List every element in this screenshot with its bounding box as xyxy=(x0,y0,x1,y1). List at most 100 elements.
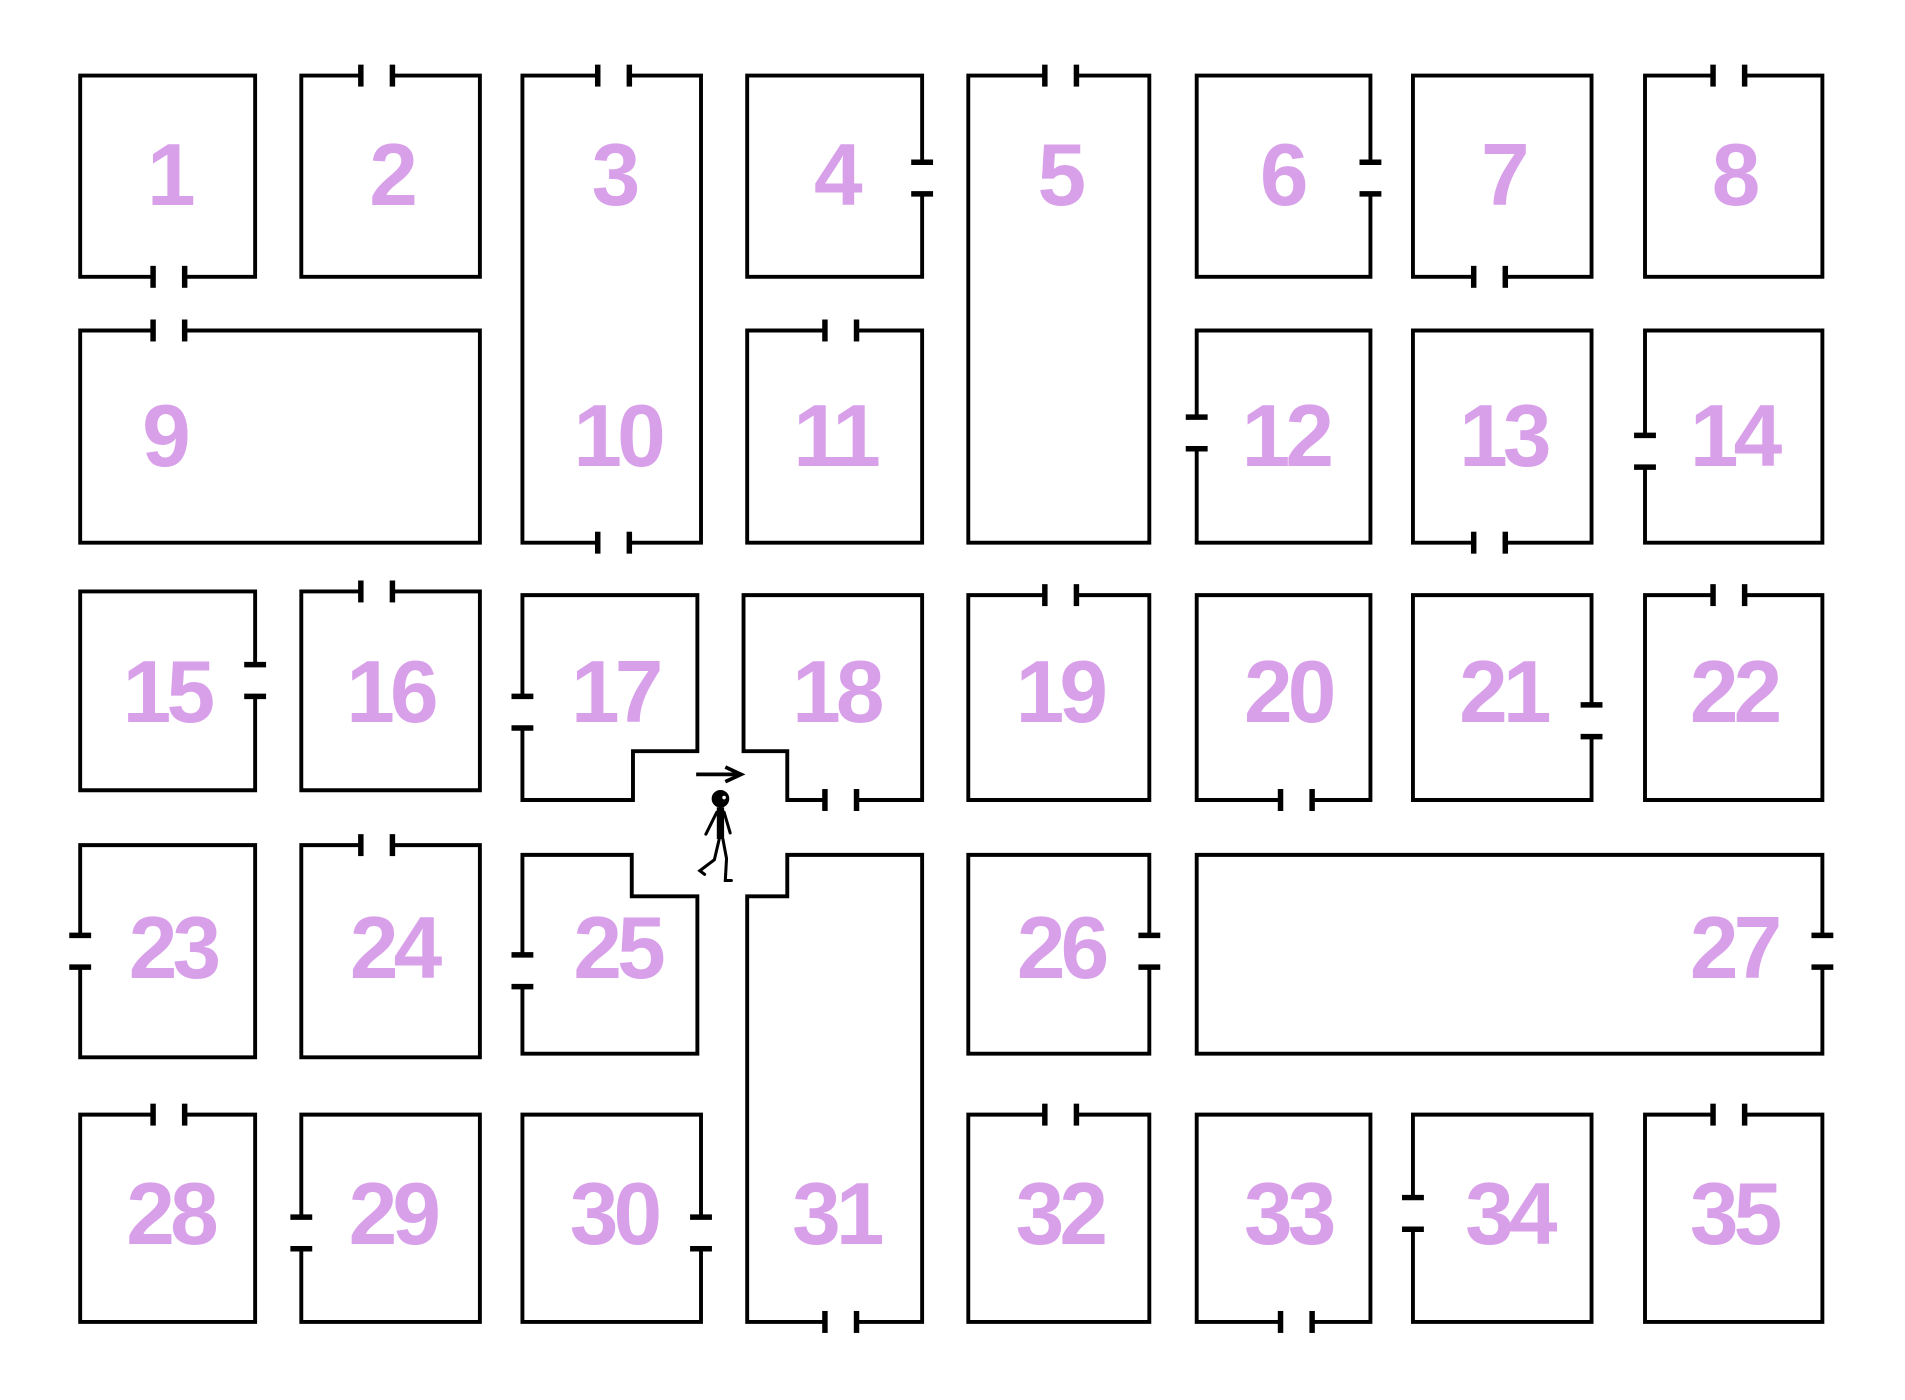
room-1[interactable]: 1 xyxy=(78,73,258,288)
room-wall xyxy=(1194,73,1373,279)
direction-arrow-icon xyxy=(696,765,746,784)
room-21[interactable]: 21 xyxy=(1411,593,1603,802)
room-6[interactable]: 6 xyxy=(1194,73,1382,279)
room-wall xyxy=(1411,593,1594,802)
room-number-label: 2 xyxy=(369,126,415,224)
door-right[interactable] xyxy=(911,159,934,197)
door-top[interactable] xyxy=(1042,584,1080,607)
room-wall xyxy=(299,73,482,279)
door-top[interactable] xyxy=(1710,1103,1748,1126)
door-left[interactable] xyxy=(1402,1194,1424,1233)
door-right[interactable] xyxy=(690,1214,712,1252)
door-top[interactable] xyxy=(358,64,396,87)
room-number-label: 6 xyxy=(1260,126,1306,224)
door-bottom[interactable] xyxy=(822,789,860,811)
room-number-label: 4 xyxy=(814,126,863,224)
room-25[interactable]: 25 xyxy=(511,852,700,1056)
door-bottom[interactable] xyxy=(1277,789,1315,811)
room-2[interactable]: 2 xyxy=(299,64,482,279)
room-wall xyxy=(78,73,258,279)
room-wall xyxy=(299,843,482,1060)
room-wall xyxy=(520,1112,703,1324)
door-top[interactable] xyxy=(358,834,396,857)
room-30[interactable]: 30 xyxy=(520,1112,712,1324)
room-number-label: 13 xyxy=(1459,387,1549,485)
room-number-label: 26 xyxy=(1017,899,1107,997)
door-left[interactable] xyxy=(1634,432,1656,470)
room-33[interactable]: 33 xyxy=(1194,1112,1373,1333)
room-wall xyxy=(745,73,925,279)
room-34[interactable]: 34 xyxy=(1402,1112,1594,1324)
room-35[interactable]: 35 xyxy=(1643,1103,1825,1324)
door-left[interactable] xyxy=(69,932,92,970)
room-19[interactable]: 19 xyxy=(966,584,1152,802)
room-wall xyxy=(1194,593,1373,802)
room-17[interactable]: 17 xyxy=(511,593,700,802)
room-23[interactable]: 23 xyxy=(69,843,258,1060)
door-bottom[interactable] xyxy=(595,531,633,554)
room-24[interactable]: 24 xyxy=(299,834,482,1060)
room-number-label: 17 xyxy=(571,643,660,741)
door-left[interactable] xyxy=(1185,414,1208,452)
door-top[interactable] xyxy=(358,580,396,603)
room-wall xyxy=(966,593,1152,802)
room-22[interactable]: 22 xyxy=(1643,584,1825,802)
room-26[interactable]: 26 xyxy=(966,852,1161,1056)
room-number-label: 19 xyxy=(1016,643,1106,741)
room-wall xyxy=(520,73,703,545)
door-top[interactable] xyxy=(822,319,860,342)
door-right[interactable] xyxy=(1138,932,1161,970)
room-number-label: 14 xyxy=(1690,387,1783,485)
room-28[interactable]: 28 xyxy=(78,1103,258,1324)
door-right[interactable] xyxy=(244,661,267,700)
room-16[interactable]: 16 xyxy=(299,580,482,793)
door-bottom[interactable] xyxy=(1470,531,1509,554)
door-top[interactable] xyxy=(1042,64,1080,87)
room-number-label: 12 xyxy=(1242,387,1332,485)
room-27[interactable]: 27 xyxy=(1194,852,1834,1056)
door-top[interactable] xyxy=(1042,1103,1080,1126)
room-20[interactable]: 20 xyxy=(1194,593,1373,811)
room-wall xyxy=(1194,328,1373,545)
door-right[interactable] xyxy=(1811,932,1834,970)
room-number-label: 3 xyxy=(592,126,638,224)
room-5[interactable]: 5 xyxy=(966,64,1152,545)
door-top[interactable] xyxy=(150,1103,188,1126)
room-wall xyxy=(741,593,925,802)
door-top[interactable] xyxy=(1710,584,1748,607)
room-14[interactable]: 14 xyxy=(1634,328,1825,545)
room-29[interactable]: 29 xyxy=(290,1112,482,1324)
room-7[interactable]: 7 xyxy=(1411,73,1594,288)
door-right[interactable] xyxy=(1580,702,1603,740)
room-18[interactable]: 18 xyxy=(741,593,925,811)
room-12[interactable]: 12 xyxy=(1185,328,1373,545)
room-wall xyxy=(1411,73,1594,279)
door-left[interactable] xyxy=(511,952,534,990)
room-3[interactable]: 3 xyxy=(520,64,703,545)
door-bottom[interactable] xyxy=(150,265,188,288)
room-4[interactable]: 4 xyxy=(745,73,934,279)
room-wall xyxy=(966,1112,1152,1324)
door-top[interactable] xyxy=(150,319,188,342)
room-11[interactable]: 11 xyxy=(745,319,925,545)
door-left[interactable] xyxy=(290,1214,313,1252)
room-number-label: 27 xyxy=(1690,899,1779,997)
door-right[interactable] xyxy=(1359,159,1382,197)
room-wall xyxy=(78,589,258,793)
room-wall xyxy=(1194,852,1825,1056)
door-bottom[interactable] xyxy=(822,1310,860,1333)
room-15[interactable]: 15 xyxy=(78,589,267,793)
door-bottom[interactable] xyxy=(1470,265,1509,288)
room-9[interactable]: 9 xyxy=(78,319,482,545)
room-8[interactable]: 8 xyxy=(1643,64,1825,279)
room-wall xyxy=(1411,1112,1594,1324)
door-top[interactable] xyxy=(595,64,633,87)
room-32[interactable]: 32 xyxy=(966,1103,1152,1324)
door-bottom[interactable] xyxy=(1277,1310,1315,1333)
room-10[interactable]: 10 xyxy=(573,387,668,554)
room-31[interactable]: 31 xyxy=(745,852,925,1333)
room-13[interactable]: 13 xyxy=(1411,328,1594,554)
door-left[interactable] xyxy=(511,693,534,731)
door-top[interactable] xyxy=(1710,64,1748,87)
